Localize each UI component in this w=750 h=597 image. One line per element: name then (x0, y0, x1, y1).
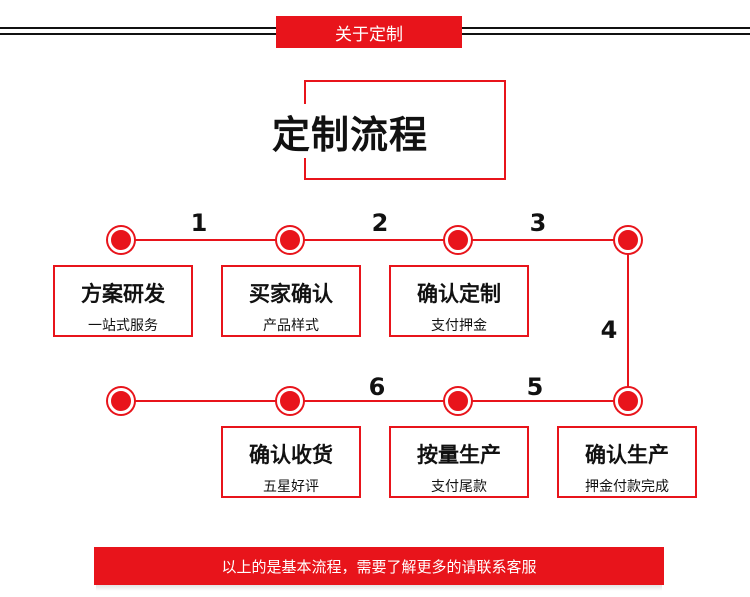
flow-line-right (627, 239, 629, 401)
step-number-4: 4 (600, 316, 618, 344)
step-number-5: 5 (526, 373, 544, 401)
step-box-6: 确认收货 五星好评 (221, 426, 361, 498)
step-subtitle: 一站式服务 (88, 318, 158, 334)
step-title: 确认定制 (417, 282, 501, 306)
step-number-3: 3 (529, 209, 547, 237)
footer-banner: 以上的是基本流程，需要了解更多的请联系客服 (94, 547, 664, 585)
page-title: 定制流程 (262, 104, 438, 158)
step-subtitle: 押金付款完成 (585, 479, 669, 495)
step-subtitle: 支付尾款 (431, 479, 487, 495)
step-number-1: 1 (190, 209, 208, 237)
flow-node (108, 227, 134, 253)
step-title: 按量生产 (417, 443, 501, 467)
step-box-2: 买家确认 产品样式 (221, 265, 361, 337)
step-title: 买家确认 (249, 282, 333, 306)
step-box-5: 按量生产 支付尾款 (389, 426, 529, 498)
flow-node (445, 388, 471, 414)
flow-line-bottom (121, 400, 628, 402)
step-title: 确认收货 (249, 443, 333, 467)
flow-node (277, 227, 303, 253)
flow-line-top (121, 239, 628, 241)
step-title: 确认生产 (585, 443, 669, 467)
flow-node (445, 227, 471, 253)
flow-node (615, 388, 641, 414)
step-subtitle: 五星好评 (263, 479, 319, 495)
flow-node (615, 227, 641, 253)
flow-node (108, 388, 134, 414)
header-label: 关于定制 (276, 16, 462, 48)
flow-node (277, 388, 303, 414)
step-subtitle: 产品样式 (263, 318, 319, 334)
step-number-2: 2 (371, 209, 389, 237)
step-box-3: 确认定制 支付押金 (389, 265, 529, 337)
step-subtitle: 支付押金 (431, 318, 487, 334)
step-box-1: 方案研发 一站式服务 (53, 265, 193, 337)
step-number-6: 6 (368, 373, 386, 401)
step-box-4: 确认生产 押金付款完成 (557, 426, 697, 498)
step-title: 方案研发 (81, 282, 165, 306)
footer-shadow (96, 581, 662, 591)
